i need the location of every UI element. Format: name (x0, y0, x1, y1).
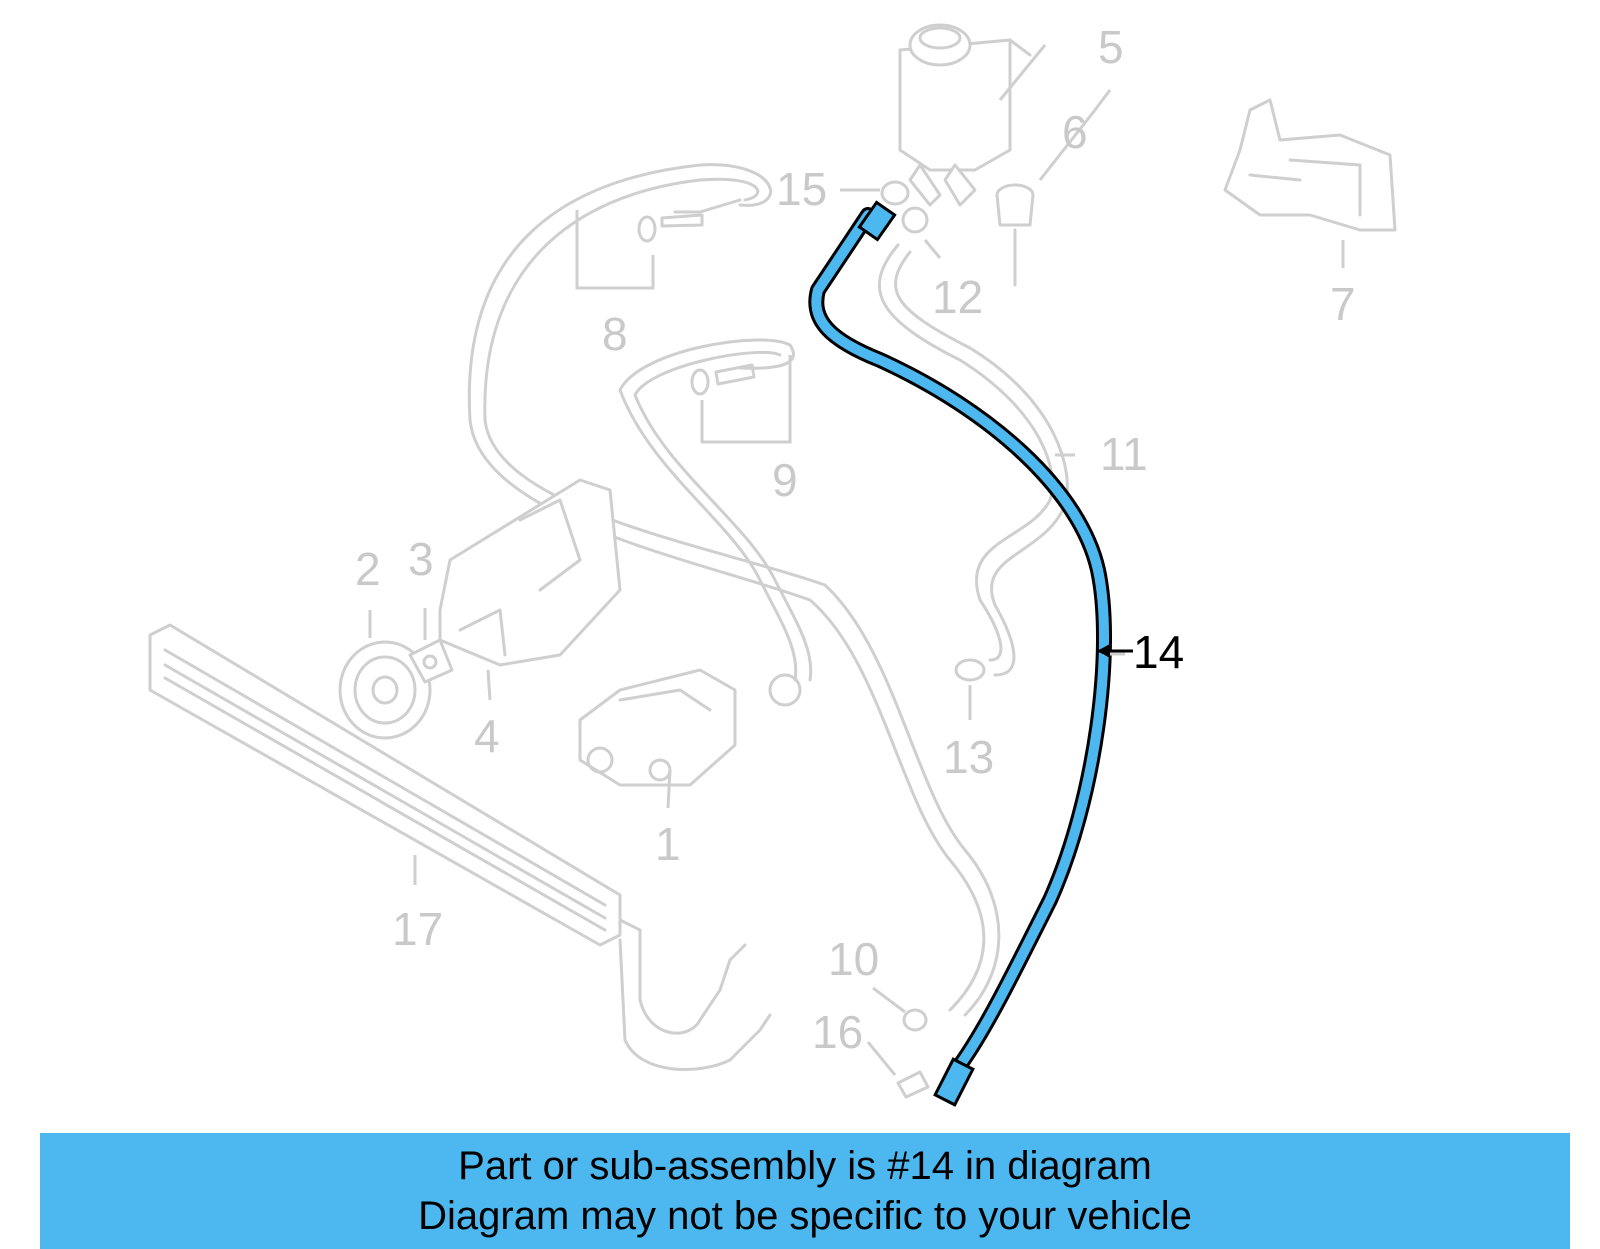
callout-3: 3 (408, 533, 434, 585)
callout-11: 11 (1100, 428, 1148, 480)
cooler-part (148, 623, 772, 1071)
pipe-assembly-8 (467, 163, 772, 422)
info-banner: Part or sub-assembly is #14 in diagram D… (40, 1133, 1570, 1249)
callout-14: 14 (1133, 626, 1184, 678)
callout-14-arrow (1097, 644, 1133, 658)
cap-part (995, 183, 1035, 287)
highlighted-hose-14 (808, 200, 1112, 1107)
callout-15: 15 (776, 163, 827, 215)
callout-13: 13 (943, 731, 994, 783)
callout-16: 16 (812, 1006, 863, 1058)
callout-4: 4 (474, 710, 500, 762)
gasket-part (408, 638, 454, 684)
callout-8: 8 (602, 308, 628, 360)
pipe-assembly-9 (618, 338, 813, 707)
callout-5: 5 (1098, 21, 1124, 73)
leader-lines (368, 44, 1345, 1076)
bracket-part (1223, 98, 1397, 232)
callout-1: 1 (655, 818, 681, 870)
banner-line-1: Part or sub-assembly is #14 in diagram (458, 1144, 1152, 1188)
banner-line-2: Diagram may not be specific to your vehi… (418, 1194, 1192, 1238)
callout-2: 2 (355, 543, 381, 595)
callout-7: 7 (1330, 278, 1356, 330)
mount-bracket-part (438, 478, 622, 667)
callout-9: 9 (772, 454, 798, 506)
callout-12: 12 (932, 271, 983, 323)
callout-17: 17 (392, 903, 443, 955)
pump-part (578, 668, 737, 787)
callout-6: 6 (1062, 106, 1088, 158)
reservoir-part (898, 23, 1032, 207)
callout-10: 10 (828, 933, 879, 985)
pulley-part (338, 640, 432, 740)
clamp-parts (880, 180, 986, 1099)
